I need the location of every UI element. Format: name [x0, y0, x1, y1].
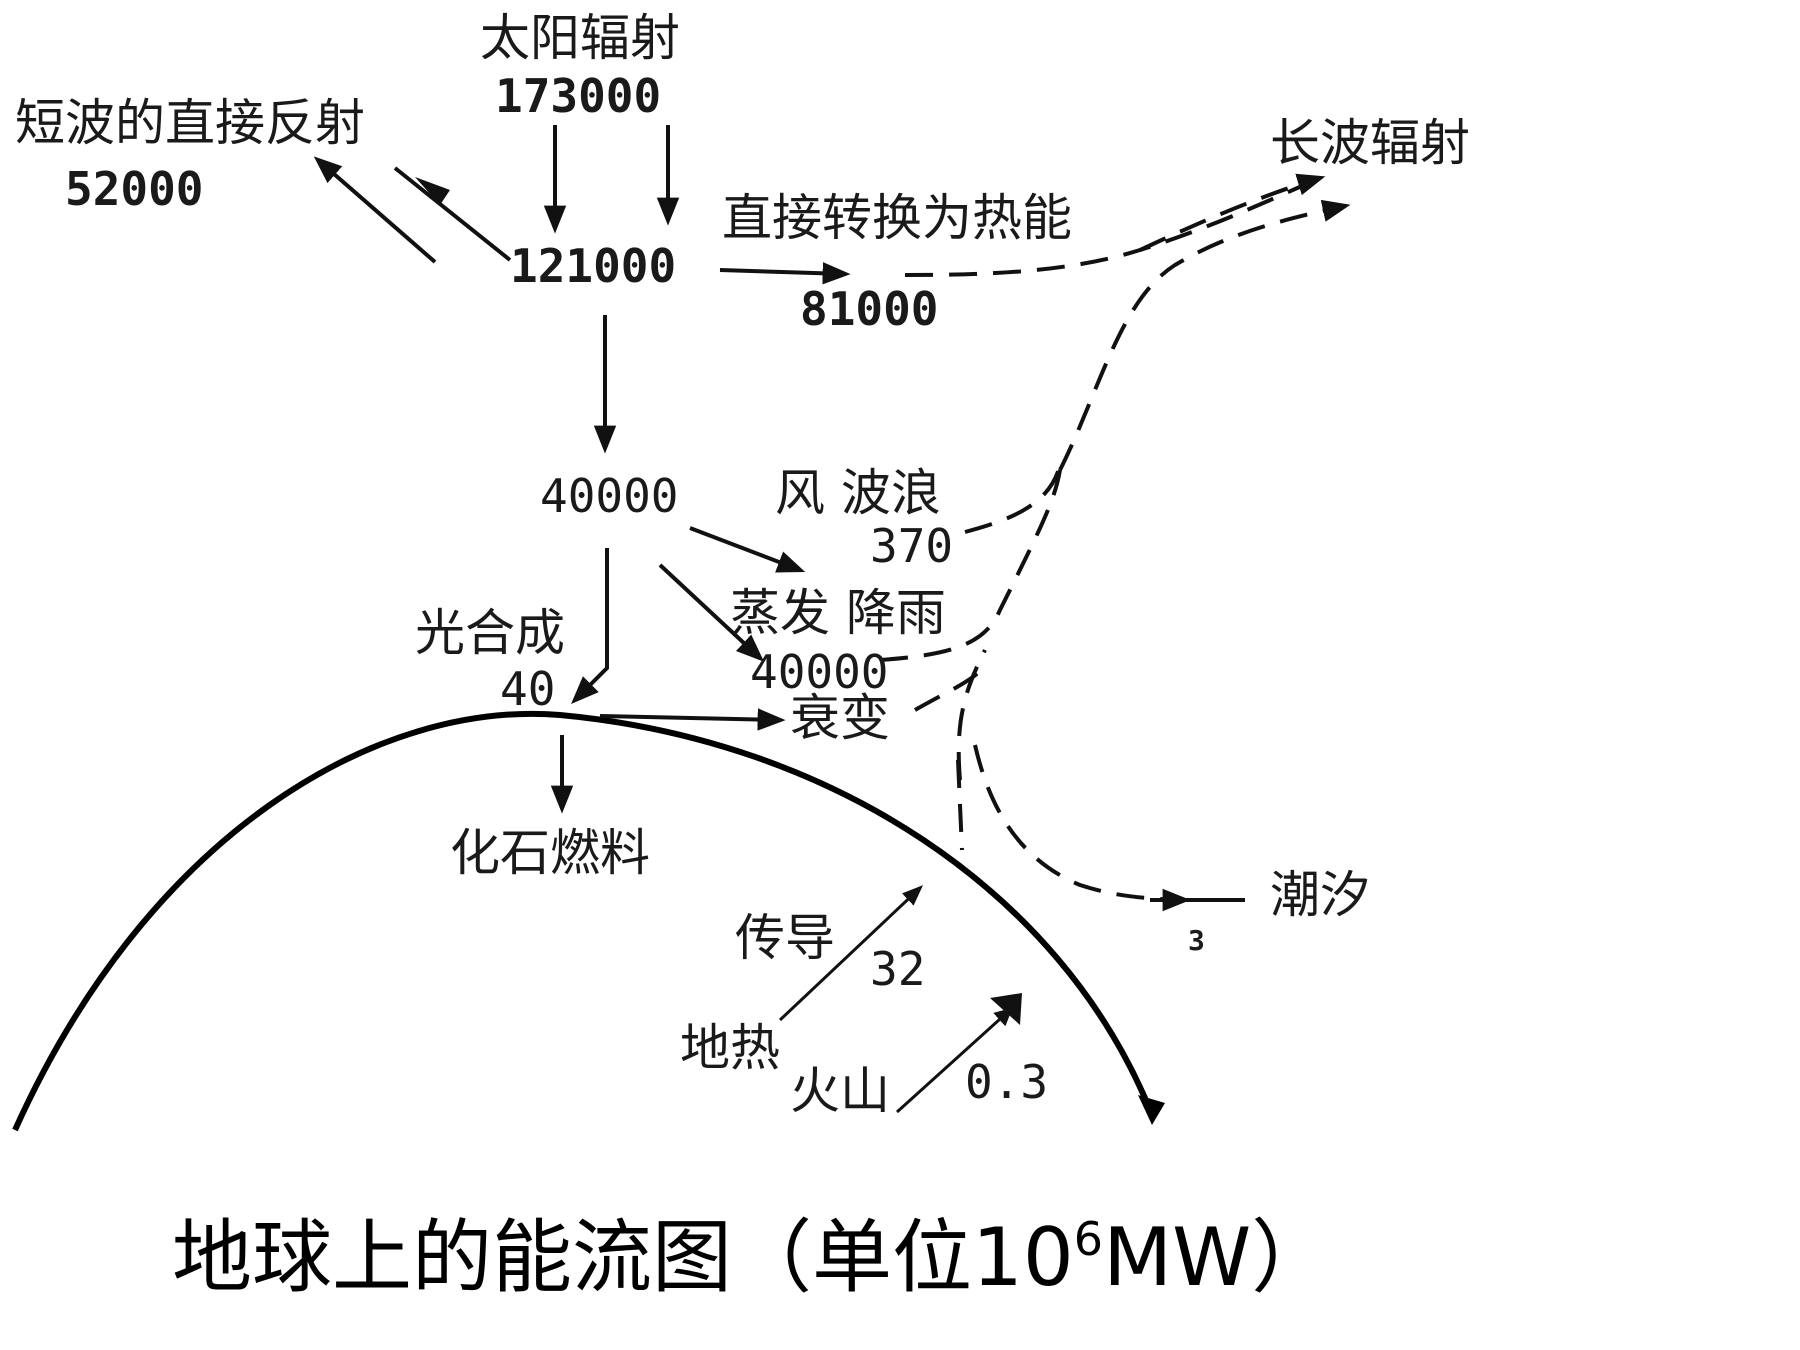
- volcano-arrowhead: [990, 993, 1022, 1025]
- long-wave-dashed-main: [1058, 199, 1351, 471]
- conduction-arrow: [778, 885, 924, 1022]
- wind-waves-value: 370: [870, 519, 953, 573]
- reflection-arrowhead: [415, 177, 450, 205]
- tides-value: 3: [1188, 924, 1205, 957]
- solar-radiation-value: 173000: [495, 69, 661, 123]
- diagram-caption: 地球上的能流图（单位106MW）: [172, 1211, 1331, 1304]
- short-wave-reflection-label: 短波的直接反射: [15, 94, 365, 152]
- conduction-label: 传导: [735, 909, 835, 967]
- direct-heat-arrow: [719, 262, 851, 285]
- long-wave-arrow-upper: [1139, 173, 1326, 252]
- earth-surface-arc: [12, 710, 1153, 1132]
- volcano-value: 0.3: [965, 1055, 1048, 1109]
- photosynthesis-value: 40: [500, 662, 555, 716]
- decay-dashed-path: [914, 663, 987, 712]
- geothermal-label: 地热: [680, 1019, 780, 1077]
- reflection-arrow-out: [393, 166, 512, 262]
- volcano-arrow: [895, 1007, 1013, 1114]
- conduction-value: 32: [870, 942, 925, 996]
- caption-tail: MW）: [1103, 1211, 1331, 1304]
- hydro-to-evap-arrow: [658, 563, 765, 662]
- decay-label: 衰变: [790, 689, 890, 747]
- wind-waves-label: 风 波浪: [775, 464, 941, 522]
- direct-heat-dashed-path: [904, 176, 1321, 277]
- solar-radiation-label: 太阳辐射: [480, 9, 680, 67]
- hydro-value: 40000: [540, 469, 678, 523]
- volcano-label: 火山: [790, 1062, 890, 1120]
- fossil-fuel-label: 化石燃料: [450, 824, 650, 882]
- caption-exponent: 6: [1074, 1212, 1103, 1266]
- evap-rain-label: 蒸发 降雨: [730, 584, 946, 642]
- hydro-to-wind-arrow: [689, 526, 806, 573]
- tides-label: 潮汐: [1270, 866, 1370, 924]
- tide-dashed-curve: [973, 744, 1176, 902]
- direct-heat-value: 81000: [800, 282, 938, 336]
- evap-dashed-path: [879, 469, 1062, 662]
- hydro-to-photosynthesis-line: [571, 548, 609, 704]
- evap-rain-value: 40000: [750, 645, 888, 699]
- caption-main: 地球上的能流图（单位10: [172, 1211, 1074, 1304]
- long-wave-radiation-label: 长波辐射: [1270, 114, 1470, 172]
- short-wave-reflection-value: 52000: [65, 162, 203, 216]
- direct-heat-label: 直接转换为热能: [722, 189, 1072, 247]
- to-decay-arrow: [599, 708, 786, 731]
- tide-dashed-down: [956, 759, 964, 851]
- tide-dashed-riser: [956, 649, 987, 781]
- reflection-arrow-in: [313, 156, 437, 264]
- photosynthesis-label: 光合成: [415, 604, 565, 662]
- earth-arc-arrowhead: [1138, 1095, 1165, 1125]
- wind-dashed-path: [964, 464, 1062, 534]
- absorbed-value: 121000: [510, 239, 676, 293]
